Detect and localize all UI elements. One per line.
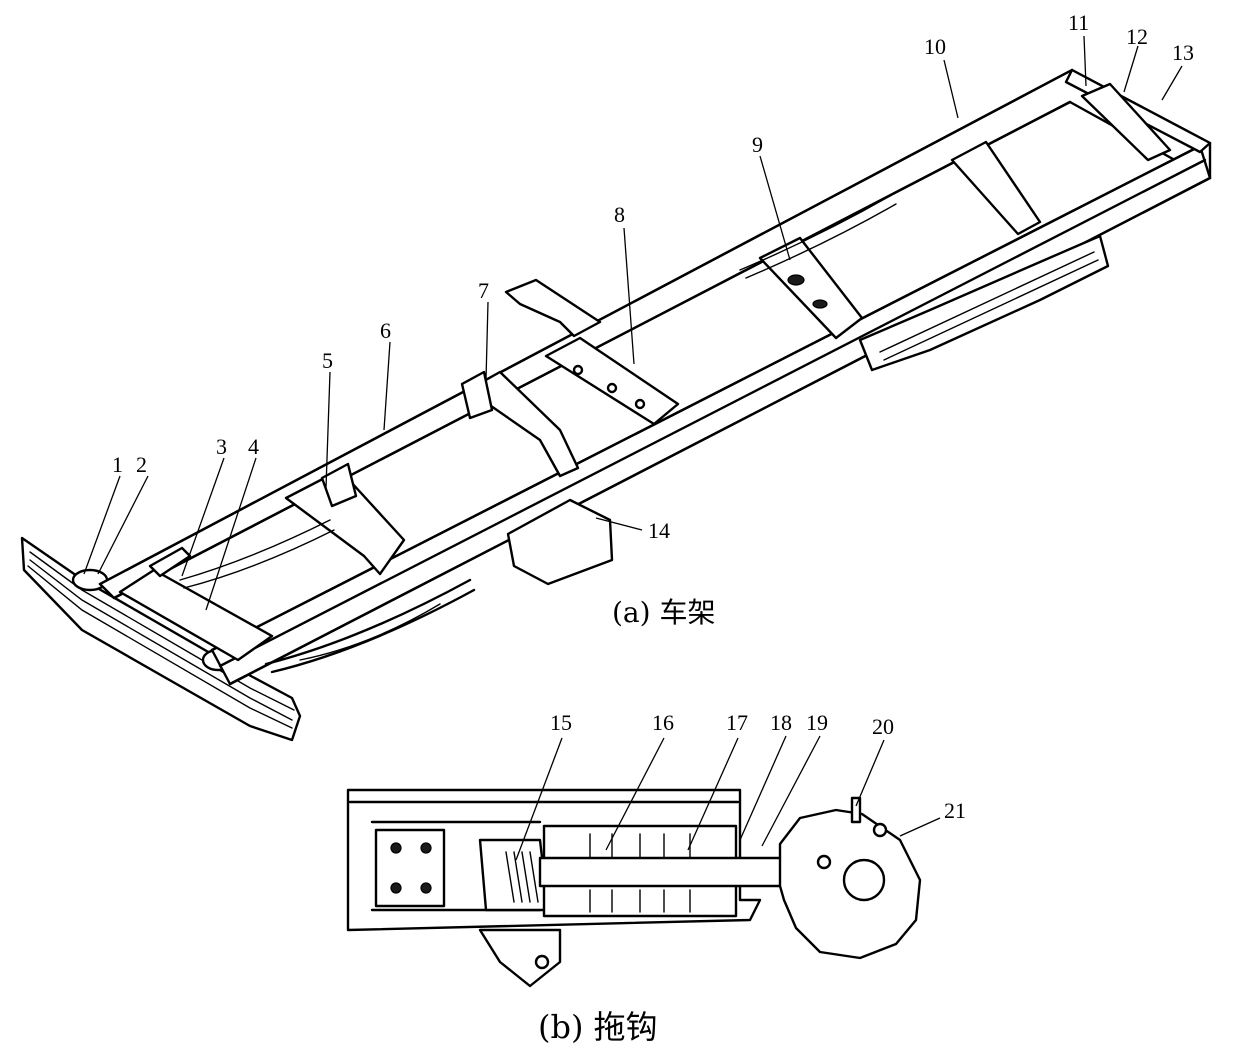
latch-pin <box>850 796 862 824</box>
part-label-20: 20 <box>872 714 894 739</box>
part-label-14: 14 <box>648 518 670 543</box>
part-label-2: 2 <box>136 452 147 477</box>
tow-hook-drawing <box>346 788 922 988</box>
hook-shank <box>538 856 802 888</box>
part-number-labels: 1 2 3 4 5 6 7 8 9 10 11 12 13 14 15 16 1… <box>112 10 1194 823</box>
part-label-10: 10 <box>924 34 946 59</box>
part-label-6: 6 <box>380 318 391 343</box>
hook-eye <box>842 858 886 902</box>
part-label-15: 15 <box>550 710 572 735</box>
mounting-bolt <box>420 882 432 894</box>
cross-member-9 <box>758 236 864 340</box>
rivet-hole <box>572 364 584 376</box>
hook-leader-lines <box>515 735 941 861</box>
part-label-5: 5 <box>322 348 333 373</box>
cross-member-8 <box>544 336 680 426</box>
mounting-bolt <box>420 842 432 854</box>
front-leaf-spring <box>179 519 476 674</box>
lug-hole <box>534 954 550 970</box>
part-label-9: 9 <box>752 132 763 157</box>
mounting-bolt <box>390 842 402 854</box>
rear-cross-member-a <box>950 140 1042 236</box>
vehicle-frame-drawing <box>20 68 1212 742</box>
part-label-16: 16 <box>652 710 674 735</box>
hook-pin-hole <box>816 854 832 870</box>
caption-tow-hook: (b) 拖钩 <box>538 1008 658 1046</box>
lightening-hole <box>812 299 828 309</box>
part-label-1: 1 <box>112 452 123 477</box>
part-label-13: 13 <box>1172 40 1194 65</box>
rear-cross-member-b <box>1080 82 1172 162</box>
lower-lug <box>478 928 562 988</box>
frame-leader-lines <box>83 35 1183 611</box>
hook-pin-hole <box>872 822 888 838</box>
cross-member-7 <box>460 370 580 478</box>
part-label-3: 3 <box>216 434 227 459</box>
rivet-hole <box>606 382 618 394</box>
lightening-hole <box>787 274 805 286</box>
caption-frame: (a) 车架 <box>612 596 715 629</box>
rear-leaf-spring <box>739 195 1110 372</box>
part-label-7: 7 <box>478 278 489 303</box>
cross-member-5 <box>284 462 406 576</box>
part-label-4: 4 <box>248 434 259 459</box>
part-label-11: 11 <box>1068 10 1089 35</box>
part-label-21: 21 <box>944 798 966 823</box>
mounting-bolt <box>390 882 402 894</box>
support-bracket <box>504 278 602 338</box>
spare-tire-carrier <box>506 498 614 586</box>
part-label-18: 18 <box>770 710 792 735</box>
rivet-hole <box>634 398 646 410</box>
part-label-19: 19 <box>806 710 828 735</box>
mounting-plate <box>374 828 446 908</box>
part-label-12: 12 <box>1126 24 1148 49</box>
front-cross-member <box>118 546 274 662</box>
part-label-17: 17 <box>726 710 748 735</box>
part-label-8: 8 <box>614 202 625 227</box>
